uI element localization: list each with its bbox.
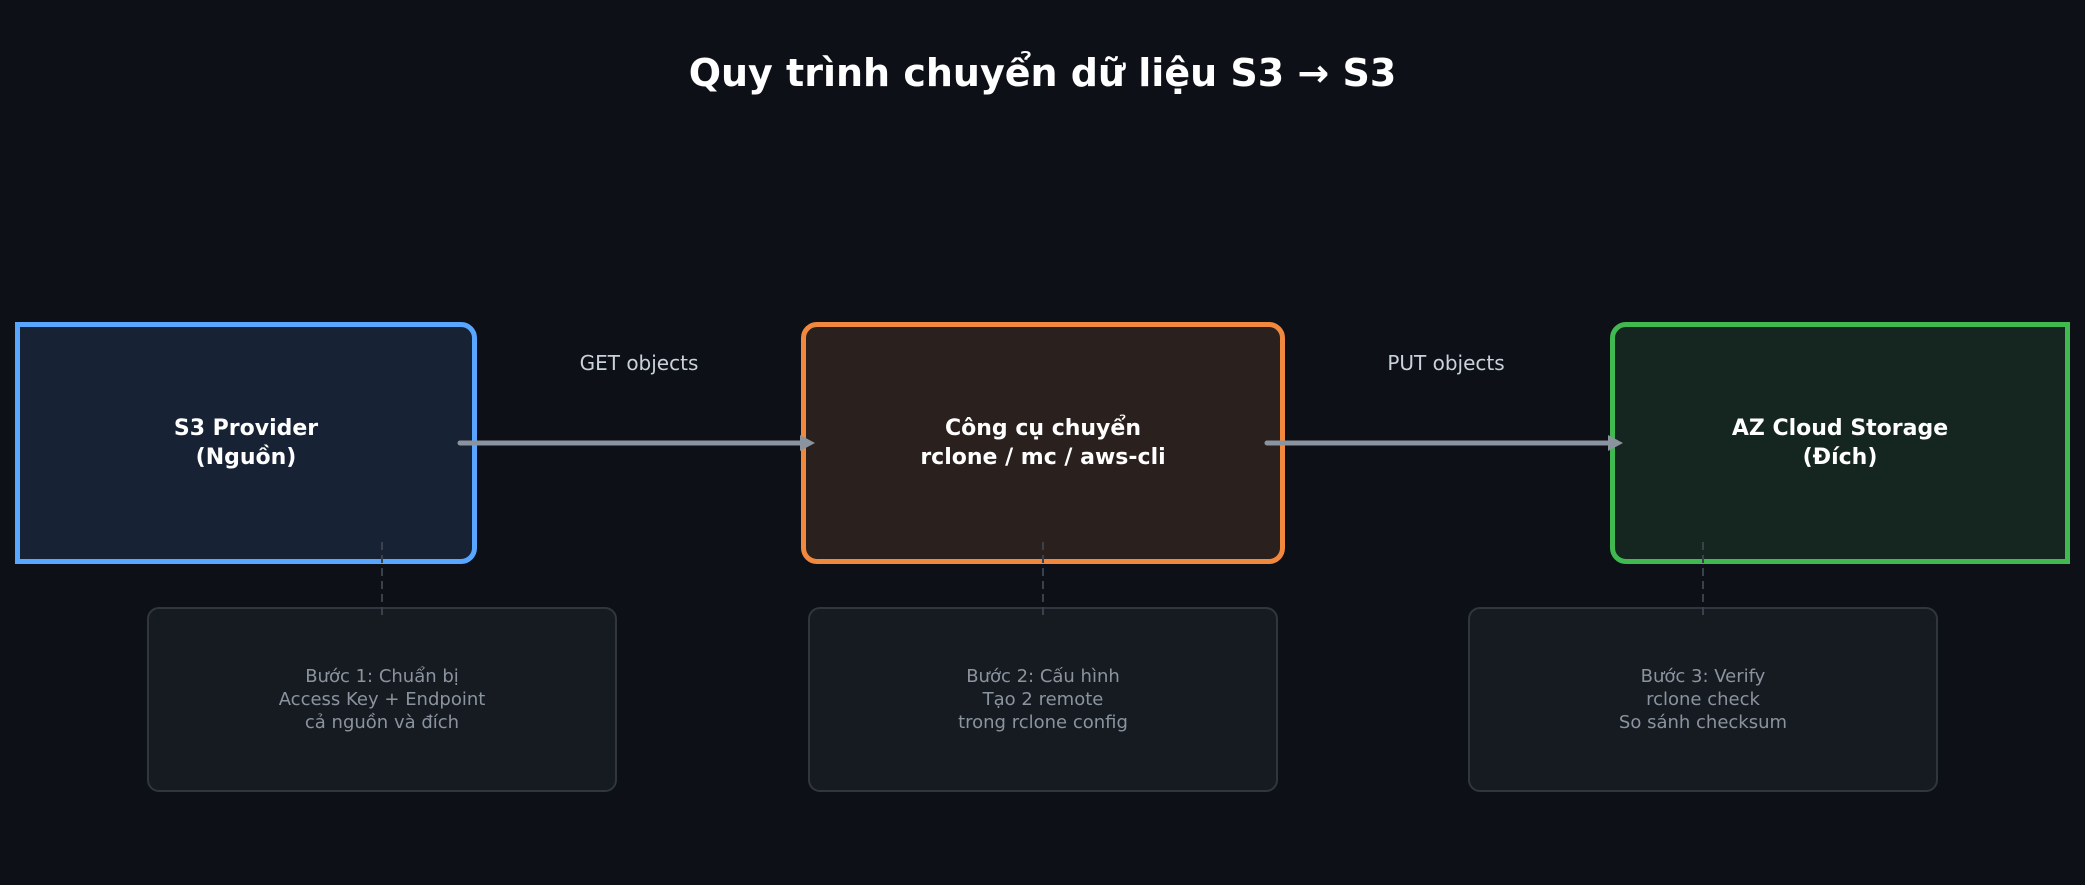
diagram-title: Quy trình chuyển dữ liệu S3 → S3 — [688, 51, 1397, 95]
step-box-2: Bước 2: Cấu hình Tạo 2 remote trong rclo… — [808, 607, 1278, 792]
tool-node-label: Công cụ chuyển rclone / mc / aws-cli — [920, 416, 1166, 470]
step-box-3: Bước 3: Verify rclone check So sánh chec… — [1468, 607, 1938, 792]
step-box-1: Bước 1: Chuẩn bị Access Key + Endpoint c… — [147, 607, 617, 792]
left-edge-mask — [0, 0, 15, 885]
step-1-text: Bước 1: Chuẩn bị Access Key + Endpoint c… — [278, 666, 486, 733]
edge-label-get: GET objects — [579, 351, 699, 375]
edge-label-put: PUT objects — [1387, 351, 1505, 375]
tool-node: Công cụ chuyển rclone / mc / aws-cli — [801, 322, 1285, 564]
step-2-text: Bước 2: Cấu hình Tạo 2 remote trong rclo… — [958, 666, 1128, 733]
step-3-text: Bước 3: Verify rclone check So sánh chec… — [1618, 666, 1788, 733]
destination-node: AZ Cloud Storage (Đích) — [1610, 322, 2070, 564]
arrow-get-objects — [457, 435, 815, 451]
right-edge-mask — [2070, 0, 2085, 885]
destination-node-label: AZ Cloud Storage (Đích) — [1731, 416, 1949, 470]
arrow-put-objects — [1264, 435, 1623, 451]
source-node-label: S3 Provider (Nguồn) — [173, 416, 319, 470]
source-node: S3 Provider (Nguồn) — [15, 322, 477, 564]
